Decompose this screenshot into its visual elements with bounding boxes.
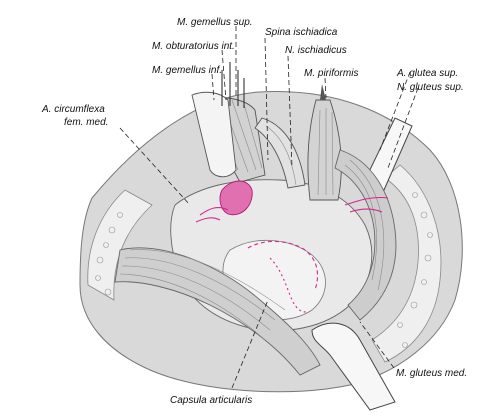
label-piriformis: M. piriformis — [304, 68, 358, 79]
label-gemellus-inf: M. gemellus inf. — [152, 65, 222, 76]
label-obturatorius-int: M. obturatorius int. — [152, 41, 235, 52]
label-capsula: Capsula articularis — [170, 395, 252, 406]
label-glutea-sup: A. glutea sup. — [396, 68, 458, 79]
label-gluteus-med: M. gluteus med. — [396, 368, 467, 379]
label-gluteus-sup-nerve: N. gluteus sup. — [397, 82, 464, 93]
label-circumflexa-2: fem. med. — [64, 117, 108, 128]
tendon-cut-highlight — [219, 180, 253, 216]
capsule-incision — [247, 240, 319, 313]
labels: M. gemellus sup. Spina ischiadica M. obt… — [41, 17, 467, 406]
vessel-highlight — [195, 196, 389, 223]
leader-lines — [119, 26, 419, 389]
label-spina-ischiadica: Spina ischiadica — [265, 27, 338, 38]
gluteus-maximus-retracted — [114, 247, 321, 376]
surgical-sutures — [221, 62, 245, 108]
short-rotators — [191, 91, 266, 183]
label-ischiadicus: N. ischiadicus — [285, 45, 347, 56]
fat-texture — [95, 192, 433, 348]
label-gemellus-sup: M. gemellus sup. — [177, 17, 253, 28]
label-circumflexa-1: A. circumflexa — [41, 104, 105, 115]
piriformis-muscle — [307, 84, 342, 201]
retractor-lower — [311, 322, 396, 411]
